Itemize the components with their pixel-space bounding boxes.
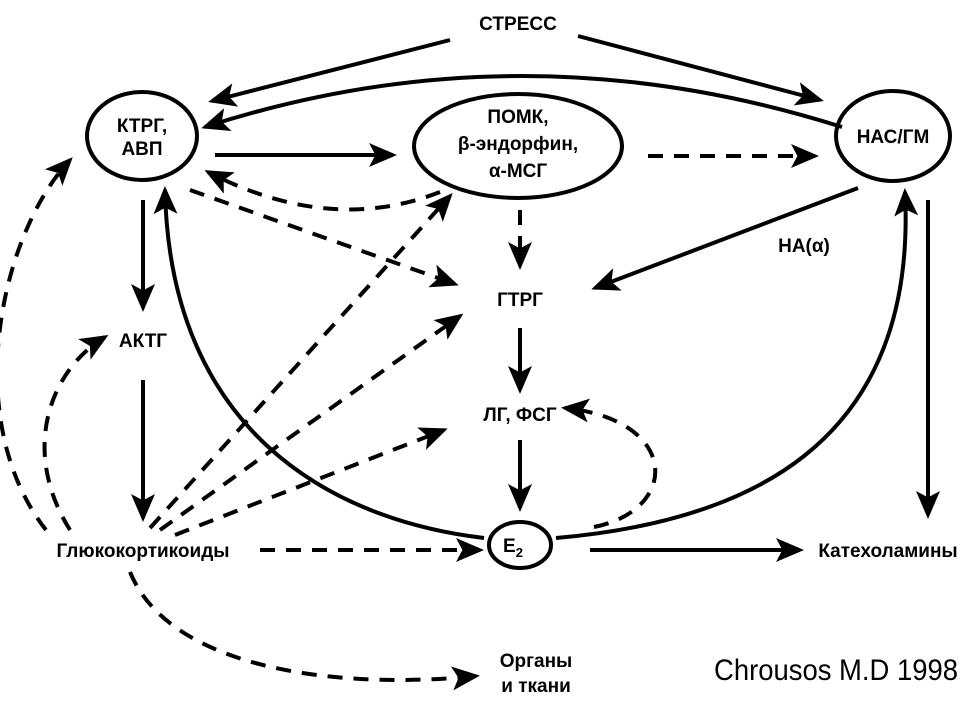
solid-arrows — [131, 34, 940, 562]
gnrh-label: ГТРГ — [497, 290, 543, 311]
arrow-pomc-to-crh — [204, 170, 441, 212]
actg-label: АКТГ — [119, 331, 167, 352]
e2-subscript: 2 — [516, 545, 523, 560]
pomc-label-line2: β-эндорфин, — [458, 134, 578, 155]
arrow-crh-to-gnrh — [189, 188, 459, 288]
e2-label: E2 — [503, 536, 523, 560]
crh-label-line2: АВП — [121, 139, 162, 160]
glucocorticoids-label: Глюкокортикоиды — [56, 541, 229, 562]
arrow-gluco-to-gnrh — [158, 313, 464, 532]
e2-node — [487, 520, 553, 570]
credit-label: Chrousos M.D 1998 — [714, 654, 958, 687]
arrow-e2-to-nas — [555, 188, 919, 540]
stress-label: СТРЕСС — [479, 14, 557, 35]
organs-label-line2: и ткани — [501, 676, 571, 697]
arrow-e2-to-crh — [153, 186, 485, 540]
crh-avp-node — [85, 90, 199, 182]
crh-label-line1: КТРГ, — [117, 116, 167, 137]
arrow-gluco-to-actg — [42, 334, 109, 532]
arrow-gluco-to-lhfsh — [174, 427, 448, 537]
arrow-nas-to-crh — [201, 74, 843, 132]
arrow-gluco-to-organs — [128, 571, 480, 691]
nas-gm-node — [834, 89, 952, 183]
organs-label-line1: Органы — [500, 651, 573, 672]
arrow-nas-to-gnrh — [591, 186, 859, 291]
pomc-label-line3: α-МСГ — [489, 161, 548, 182]
pomc-node — [412, 92, 624, 200]
e2-main: E — [503, 536, 516, 557]
na-alpha-label: НА(α) — [778, 236, 830, 257]
arrow-gluco-to-crh — [0, 157, 73, 532]
arrow-gluco-to-pomc — [148, 193, 453, 530]
arrow-e2-to-lhfsh — [561, 398, 658, 529]
nas-label: НАС/ГМ — [857, 127, 930, 148]
arrow-stress-to-crh — [208, 38, 451, 107]
catecholamines-label: Катехоламины — [818, 541, 957, 562]
pomc-label-line1: ПОМК, — [487, 107, 548, 128]
lh-fsh-label: ЛГ, ФСГ — [483, 405, 556, 426]
dashed-arrows — [0, 144, 819, 691]
arrow-stress-to-nas — [577, 34, 824, 106]
